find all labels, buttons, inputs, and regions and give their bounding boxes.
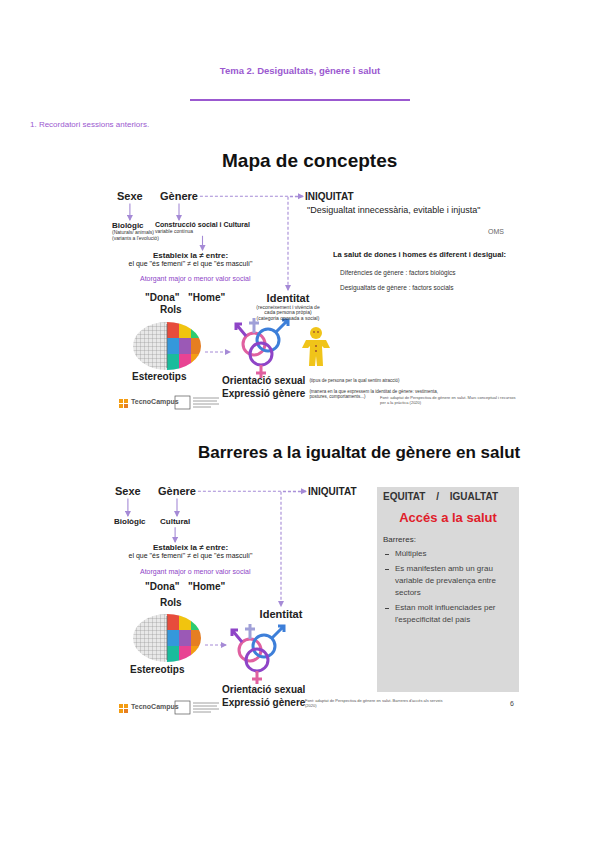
bullet-dash — [385, 608, 389, 609]
node-heading: INIQUITAT — [305, 191, 354, 203]
node-note: (categoria oposada a social) — [255, 316, 321, 322]
node-heading: Rols — [160, 597, 182, 609]
node-heading: Sexe — [117, 190, 143, 203]
concept-label: Estereotips — [132, 371, 186, 383]
concept-node: Sexe — [117, 190, 143, 203]
node-heading: Construcció social i Cultural — [155, 221, 250, 229]
concept-node: INIQUITAT — [305, 191, 354, 203]
node-note: (variants a l'evolució) — [112, 236, 159, 242]
concept-node: Identitat(reconeixement i vivència de ca… — [255, 292, 321, 322]
logo-text: TecnoCampus — [131, 703, 179, 711]
connector — [129, 204, 130, 220]
node-note: (manera en la que expressem la identitat… — [309, 389, 439, 399]
node-note: el que "és femení" ≠ el que "és masculí" — [108, 552, 273, 560]
section-heading: 1. Recordatori sessions anteriors. — [30, 120, 149, 129]
node-heading: Expressió gènere — [222, 697, 305, 709]
role-label: "Dona" — [145, 581, 179, 593]
role-label: "Home" — [188, 581, 225, 593]
node-heading: Sexe — [115, 485, 141, 498]
concept-node: Construcció social i Culturalvariable co… — [155, 221, 250, 235]
role-label: "Dona" — [145, 292, 179, 304]
node-heading: Estableix la ≠ entre: — [108, 543, 273, 552]
node-note: (reconeixement i vivència de cada person… — [255, 305, 321, 317]
node-note: el que "és femení" ≠ el que "és masculí" — [108, 260, 273, 268]
page-title: Tema 2. Desigualtats, gènere i salut — [0, 66, 600, 77]
concept-node: Estableix la ≠ entre:el que "és femení" … — [108, 251, 273, 268]
node-note: (tipus de persona per la qual sentim atr… — [309, 378, 399, 383]
node-heading: Gènere — [158, 485, 196, 498]
source-note: OMS — [488, 228, 504, 236]
concept-label: Estereotips — [130, 664, 184, 676]
concept-node: Identitat — [248, 608, 314, 621]
footnote: Font: adaptat de Perspectiva de gènere e… — [380, 396, 520, 405]
logo-text: TecnoCampus — [131, 398, 179, 406]
node-heading: Orientació sexual — [222, 375, 305, 387]
concept-node: Orientació sexual — [222, 684, 305, 696]
connector — [202, 236, 203, 250]
concept-node: Expressió gènere (manera en la que expres… — [222, 384, 439, 402]
concept-node: Sexe — [115, 485, 141, 498]
connector — [281, 492, 306, 606]
node-heading: Gènere — [160, 190, 198, 203]
concept-node: Expressió gènere — [222, 697, 305, 709]
node-heading: Expressió gènere — [222, 388, 305, 400]
node-heading: Orientació sexual — [222, 684, 305, 696]
node-note: Accés a la salut — [383, 511, 513, 526]
node-heading: Rols — [160, 304, 182, 316]
bullet-dash — [385, 554, 389, 555]
slide-title: Mapa de conceptes — [222, 150, 397, 172]
note-line: Diferències de gènere : factors biològic… — [340, 269, 456, 276]
concept-node: Biològic(Naturals/ animals)(variants a l… — [112, 221, 159, 242]
purple-note: Atorgant major o menor valor social — [140, 275, 251, 283]
concept-node: Cultural — [160, 517, 190, 526]
node-heading: Cultural — [160, 517, 190, 526]
slide-title: Barreres a la igualtat de gènere en salu… — [198, 443, 520, 463]
node-heading: Biològic — [112, 221, 159, 230]
connector — [200, 196, 303, 197]
connector — [175, 527, 176, 542]
role-label: "Home" — [188, 292, 225, 304]
concept-node: INIQUITAT — [308, 486, 357, 498]
connector — [288, 197, 303, 290]
info-panel: EQUITAT / IGUALTAT Accés a la salutBarrer… — [377, 487, 519, 692]
quote: "Desigualtat innecessària, evitable i in… — [307, 205, 480, 215]
bullet-dash — [385, 569, 389, 570]
connector — [178, 204, 179, 220]
concept-node: Biològic — [114, 517, 146, 526]
node-note: Estan molt influenciades per l'especific… — [383, 602, 513, 626]
note-line: Desigualtats de gènere : factors socials — [340, 284, 453, 291]
node-note: Barreres: — [383, 535, 513, 544]
page-number: 6 — [510, 700, 514, 708]
concept-node: Rols — [160, 597, 182, 609]
node-heading: INIQUITAT — [308, 486, 357, 498]
node-heading: Biològic — [114, 517, 146, 526]
note-heading: La salut de dones i homes és diferent i … — [333, 251, 506, 260]
concept-node: Orientació sexual (tipus de persona per l… — [222, 371, 399, 389]
connector — [127, 499, 128, 516]
concept-node: Gènere — [158, 485, 196, 498]
node-heading: Identitat — [255, 292, 321, 305]
footnote: Font: adaptat de Perspectiva de gènere e… — [305, 699, 445, 708]
concept-node: Gènere — [160, 190, 198, 203]
node-note: Es manifesten amb un grau variable de pr… — [383, 563, 513, 599]
node-note: variable contínua — [155, 229, 250, 235]
connector — [176, 499, 177, 516]
node-heading: Identitat — [248, 608, 314, 621]
purple-note: Atorgant major o menor valor social — [140, 568, 251, 576]
concept-node: Estableix la ≠ entre:el que "és femení" … — [108, 543, 273, 560]
concept-node: Rols — [160, 304, 182, 316]
node-heading: EQUITAT / IGUALTAT — [383, 491, 513, 503]
node-note: Múltiples — [383, 548, 513, 560]
node-heading: Estableix la ≠ entre: — [108, 251, 273, 260]
